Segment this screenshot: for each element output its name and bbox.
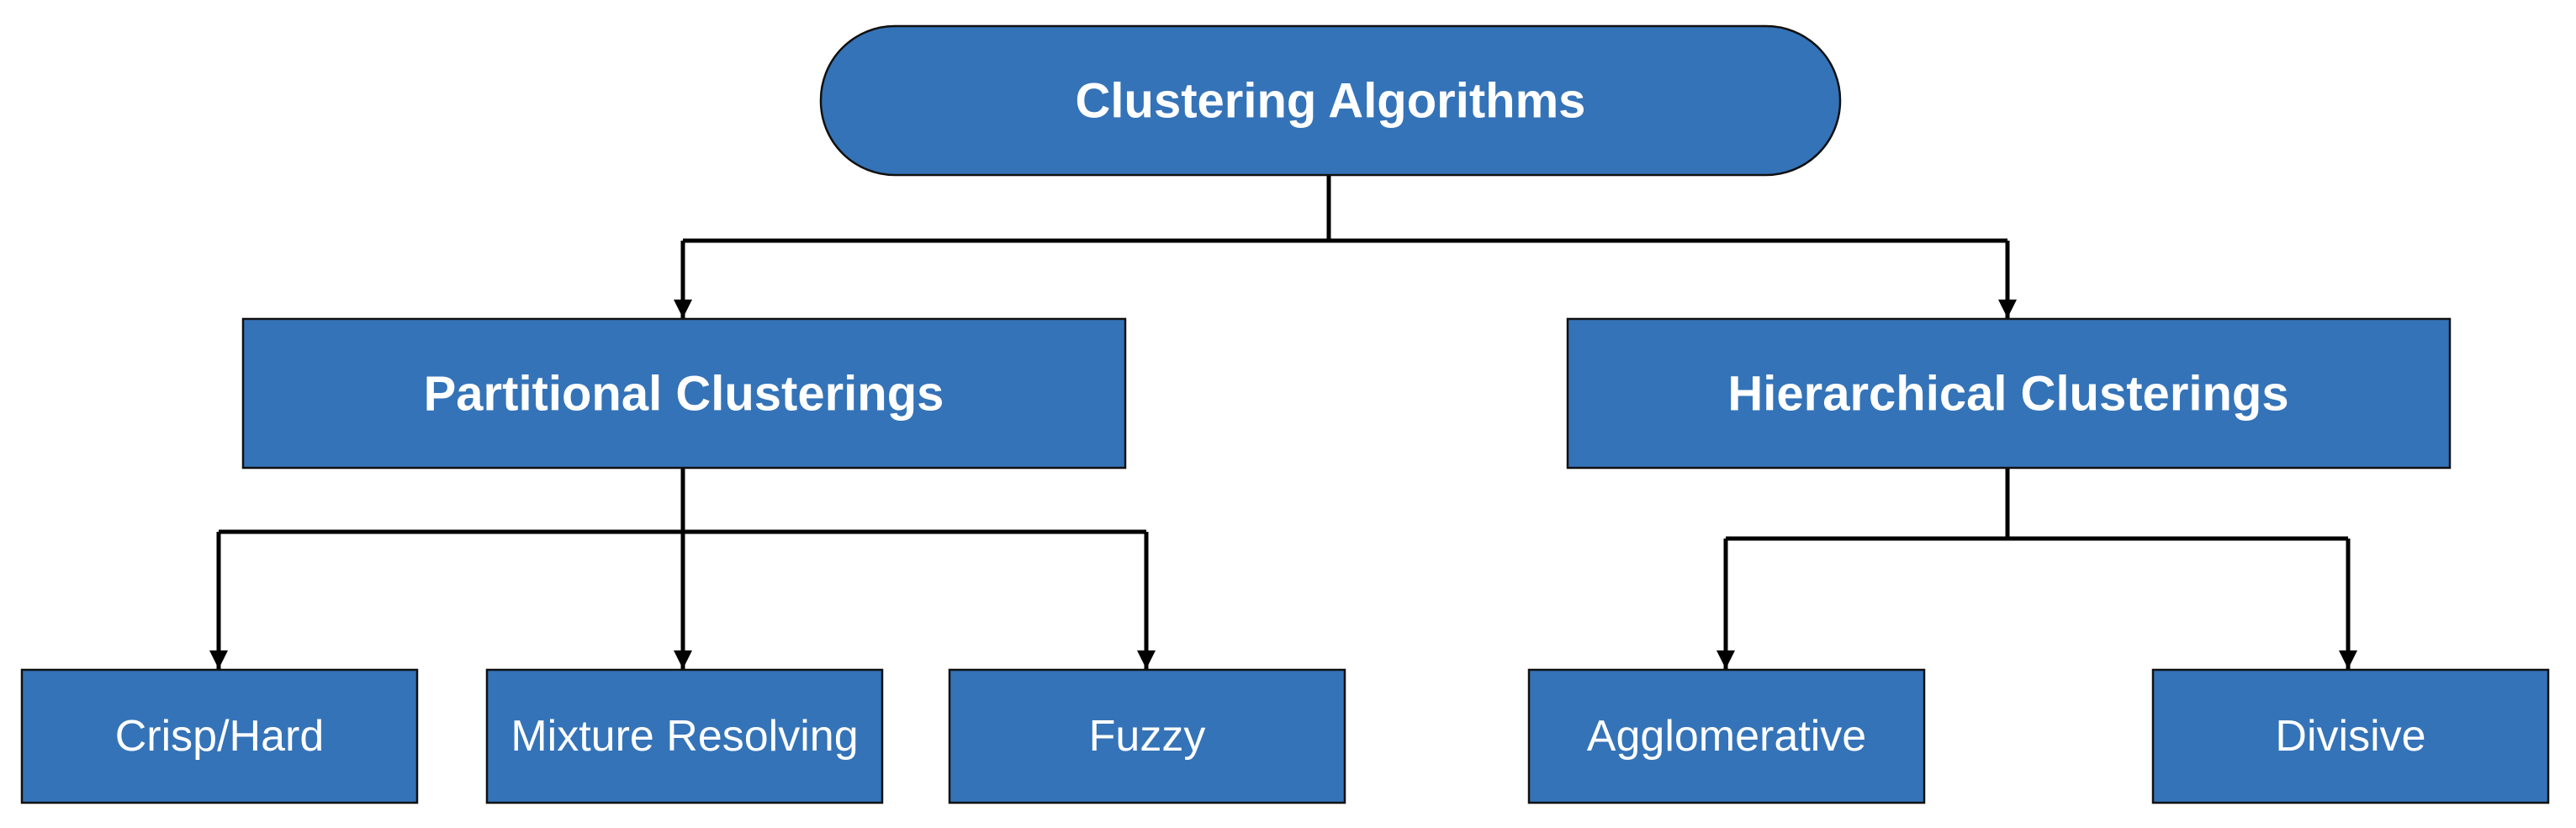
connectors — [209, 175, 2357, 669]
leaf-label-fuzzy: Fuzzy — [1089, 712, 1206, 761]
leaf-node-crisp-hard: Crisp/Hard — [20, 668, 419, 804]
leaf-label-agglomerative: Agglomerative — [1587, 712, 1866, 761]
category-label-partitional: Partitional Clusterings — [424, 367, 944, 422]
leaf-node-agglomerative: Agglomerative — [1527, 668, 1926, 804]
category-label-hierarchical: Hierarchical Clusterings — [1727, 367, 2288, 422]
leaf-label-divisive: Divisive — [2275, 712, 2425, 761]
leaf-label-crisp-hard: Crisp/Hard — [115, 712, 325, 761]
leaf-node-mixture-resolving: Mixture Resolving — [485, 668, 884, 804]
leaf-node-divisive: Divisive — [2151, 668, 2550, 804]
category-node-partitional: Partitional Clusterings — [241, 317, 1127, 470]
leaf-label-mixture-resolving: Mixture Resolving — [510, 712, 858, 761]
root-node: Clustering Algorithms — [819, 24, 1842, 177]
category-node-hierarchical: Hierarchical Clusterings — [1566, 317, 2452, 470]
leaf-node-fuzzy: Fuzzy — [948, 668, 1346, 804]
root-label: Clustering Algorithms — [1076, 74, 1586, 129]
